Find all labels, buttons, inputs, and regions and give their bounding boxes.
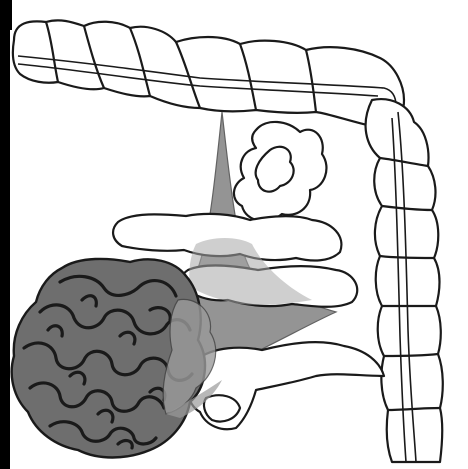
top-left-dark-corner bbox=[0, 0, 12, 30]
ileum-bulge bbox=[204, 395, 240, 421]
